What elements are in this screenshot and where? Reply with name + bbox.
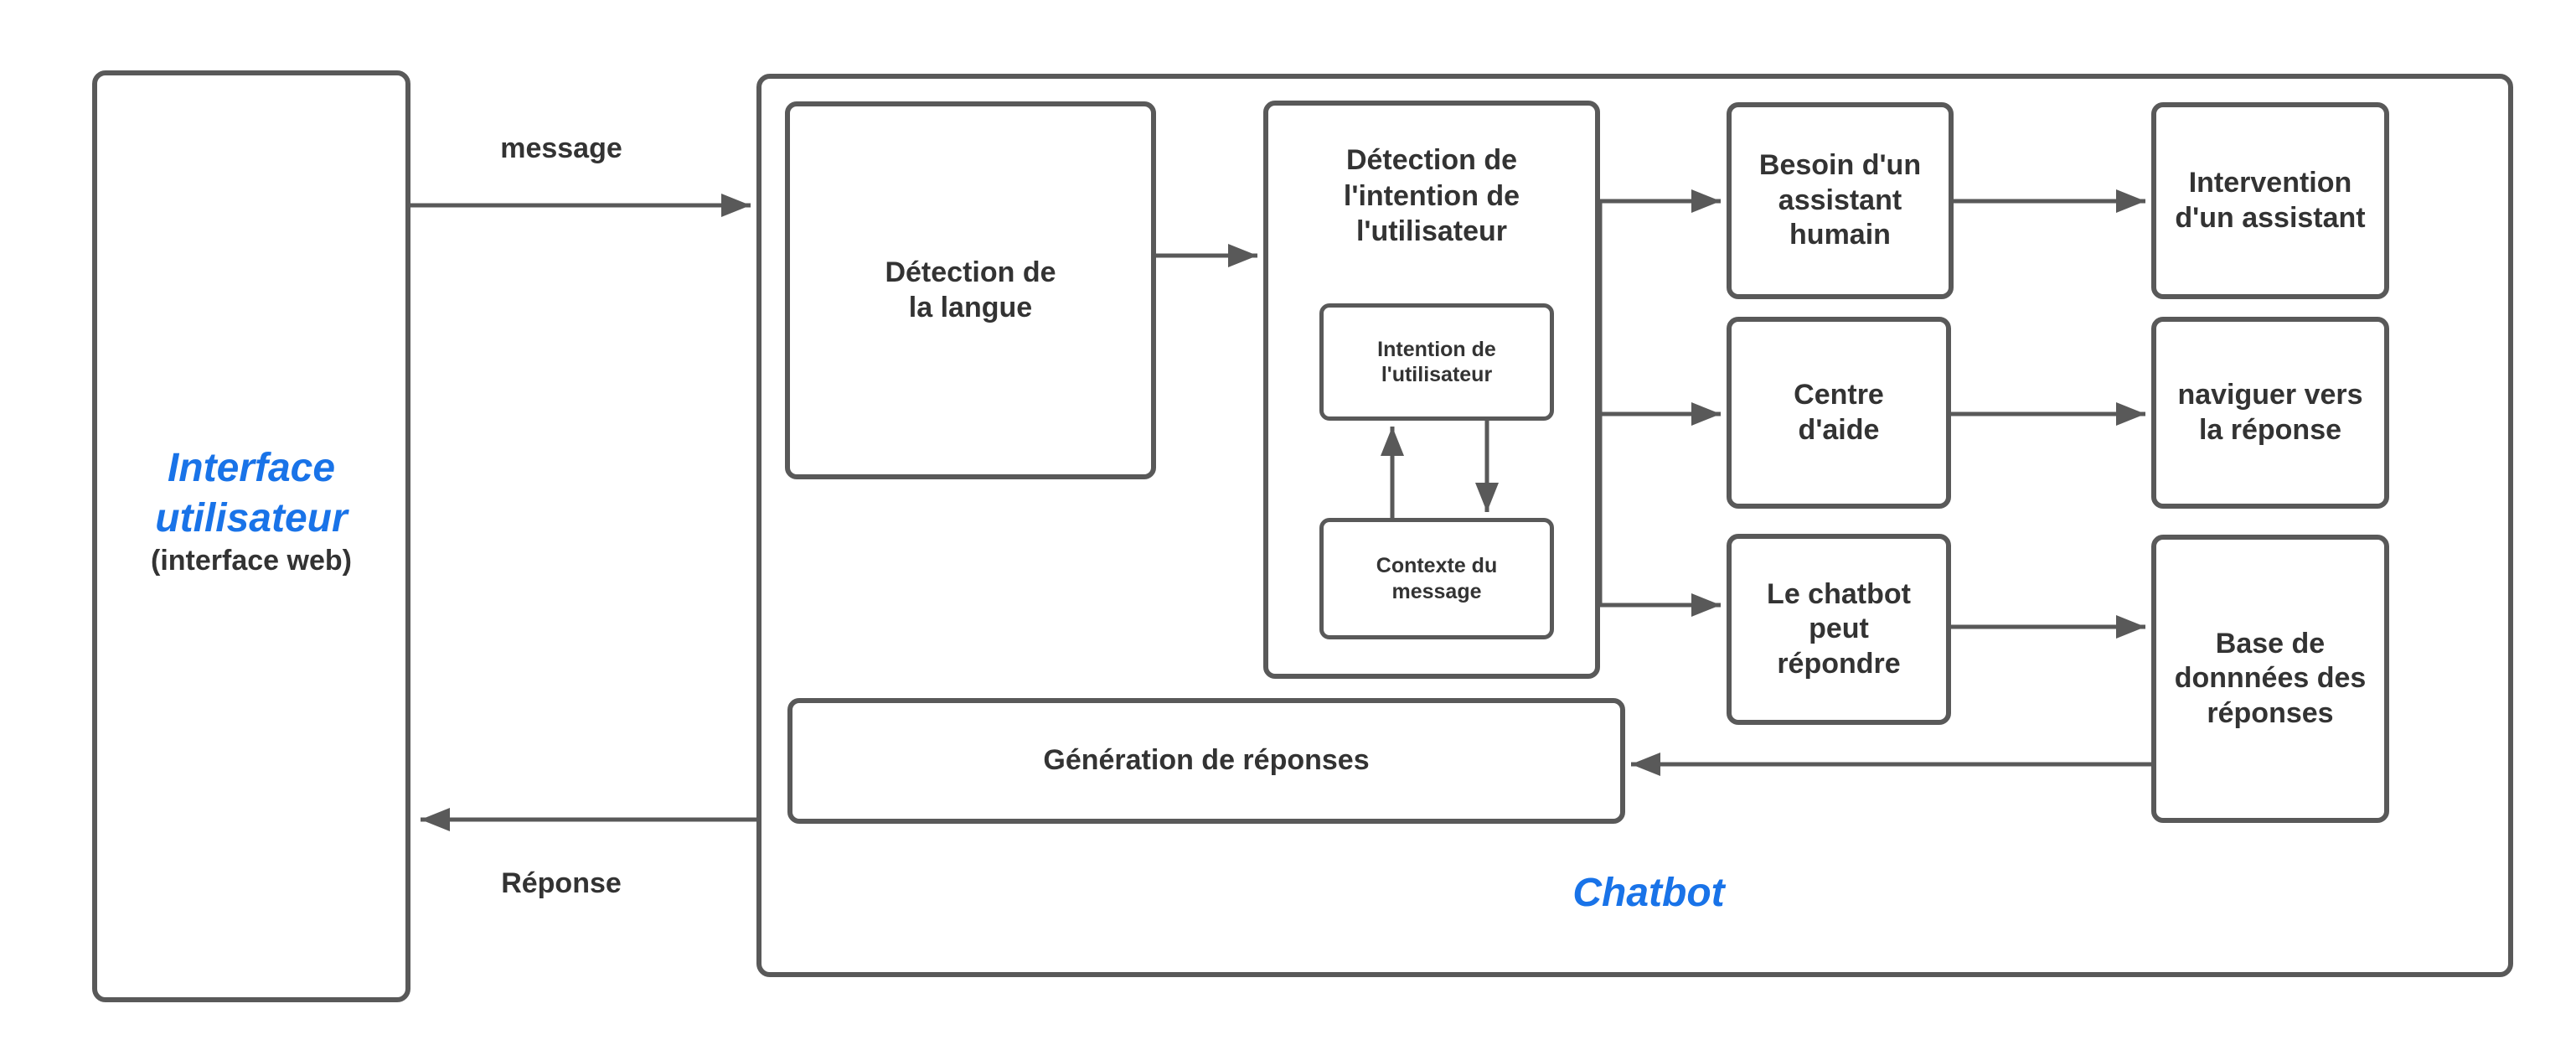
node-centre-aide: Centre d'aide (1727, 317, 1951, 509)
node-besoin-assistant: Besoin d'un assistant humain (1727, 102, 1954, 299)
node-intervention-assistant: Intervention d'un assistant (2151, 102, 2389, 299)
node-contexte-message: Contexte du message (1319, 518, 1554, 639)
node-intention-utilisateur: Intention de l'utilisateur (1319, 303, 1554, 421)
interface-title: Interface utilisateur (155, 446, 348, 541)
node-generation-reponses: Génération de réponses (787, 698, 1625, 824)
node-chatbot-peut-repondre: Le chatbot peut répondre (1727, 534, 1951, 725)
chatbot-container-label: Chatbot (1572, 871, 1725, 915)
node-detection-intention-title: Détection de l'intention de l'utilisateu… (1343, 144, 1520, 247)
edge-label-message: message (500, 132, 622, 164)
node-base-donnees: Base de donnnées des réponses (2151, 535, 2389, 823)
node-naviguer-reponse: naviguer vers la réponse (2151, 317, 2389, 509)
edge-label-reponse: Réponse (501, 867, 622, 899)
node-detection-langue: Détection de la langue (785, 101, 1156, 479)
node-interface-utilisateur: Interface utilisateur (interface web) (92, 70, 410, 1002)
interface-subtitle: (interface web) (151, 545, 352, 577)
